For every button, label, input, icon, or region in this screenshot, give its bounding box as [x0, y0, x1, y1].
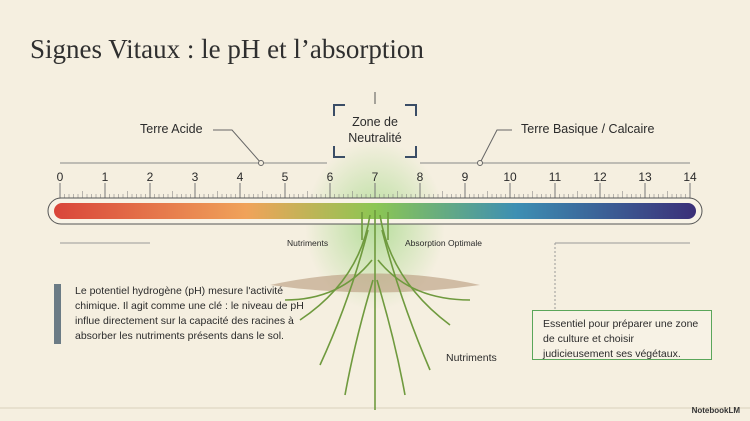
ph-tick-label: 7	[371, 170, 379, 184]
brand-logo: NotebookLM	[691, 406, 740, 415]
ph-tick-label: 0	[56, 170, 64, 184]
acid-leader	[213, 129, 262, 164]
ph-tick-label: 10	[503, 170, 517, 184]
ph-tick-label: 1	[101, 170, 109, 184]
ruler-ticks	[59, 183, 691, 198]
ph-tick-label: 9	[461, 170, 469, 184]
ph-tick-label: 5	[281, 170, 289, 184]
note-box: Essentiel pour préparer une zone de cult…	[532, 310, 712, 360]
ph-tick-label: 8	[416, 170, 424, 184]
ph-tick-label: 12	[593, 170, 607, 184]
acid-label: Terre Acide	[140, 122, 203, 136]
ph-tick-label: 2	[146, 170, 154, 184]
nutrients-top-label: Nutriments	[287, 238, 329, 248]
ph-tick-label: 11	[548, 170, 562, 184]
ph-tick-label: 3	[191, 170, 199, 184]
page-title: Signes Vitaux : le pH et l’absorption	[30, 34, 424, 64]
ph-tick-label: 6	[326, 170, 334, 184]
basic-label: Terre Basique / Calcaire	[521, 122, 655, 136]
description-text: Le potentiel hydrogène (pH) mesure l'act…	[54, 284, 305, 344]
absorption-label: Absorption Optimale	[405, 238, 483, 248]
ph-tick-label: 13	[638, 170, 652, 184]
ph-tick-label: 14	[683, 170, 697, 184]
basic-leader	[479, 129, 512, 164]
roots-illustration	[270, 210, 480, 410]
nutrients-bottom-label: Nutriments	[446, 352, 497, 364]
ph-tick-label: 4	[236, 170, 244, 184]
neutral-zone-label: Zone de Neutralité	[333, 104, 417, 158]
